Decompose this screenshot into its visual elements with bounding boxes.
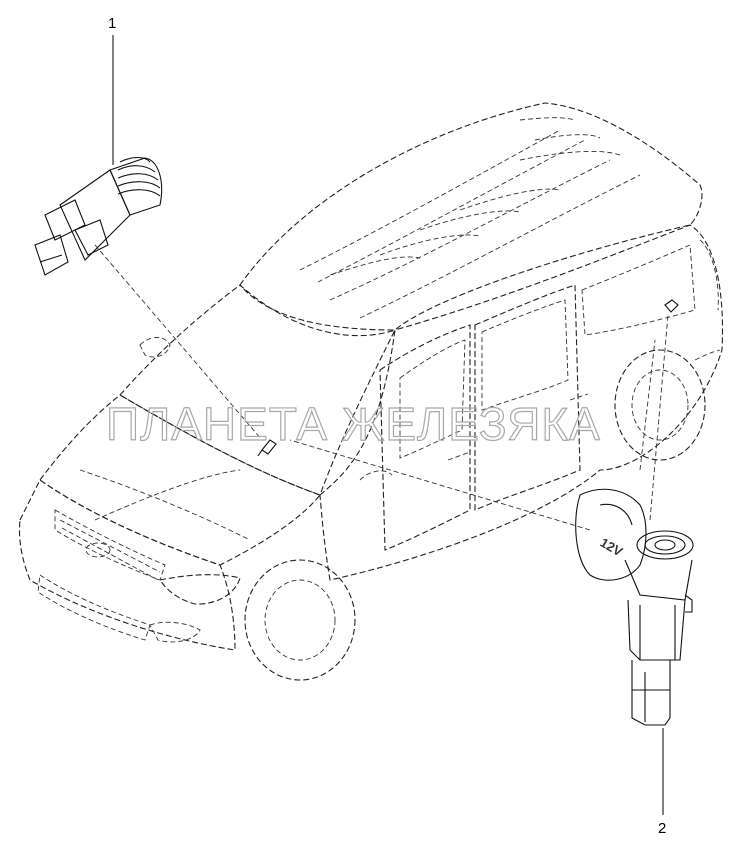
callout-1-number: 1 — [108, 15, 116, 32]
callout-1: 1 — [108, 15, 116, 165]
power-outlet-part: 12V — [575, 488, 694, 726]
mount-point-front — [257, 439, 277, 457]
leader-rear-vertical — [639, 339, 656, 471]
socket-connector-part — [34, 156, 163, 276]
watermark: ПЛАНЕТА ЖЕЛЕЗЯКА — [106, 398, 601, 450]
callout-2-number: 2 — [658, 820, 666, 837]
outlet-cap-label: 12V — [598, 535, 626, 560]
leader-part1-to-car — [94, 244, 263, 441]
leader-part2-to-rear — [649, 314, 669, 521]
car-outline — [18, 102, 724, 681]
mount-point-rear — [664, 299, 679, 313]
callout-2: 2 — [658, 728, 666, 837]
leader-part2-to-car — [289, 439, 591, 531]
